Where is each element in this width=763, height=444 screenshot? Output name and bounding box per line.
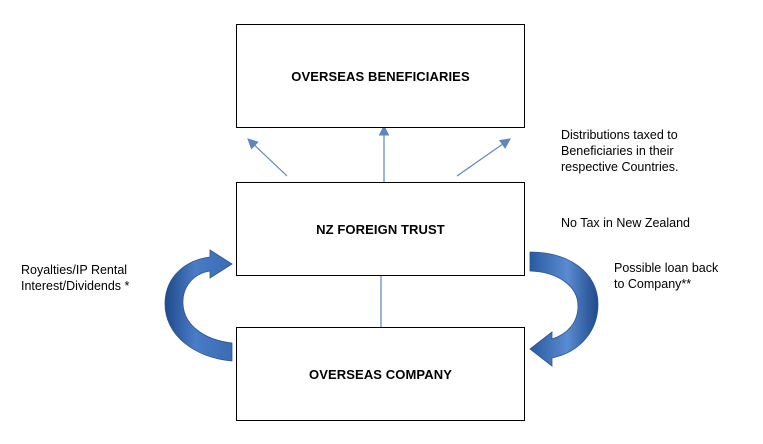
curved-arrow-loan — [529, 251, 599, 367]
loan-note: Possible loan back to Company** — [614, 260, 718, 292]
loan-note-line: to Company** — [614, 277, 692, 291]
overseas-company-box: OVERSEAS COMPANY — [236, 327, 525, 421]
nz-foreign-trust-box: NZ FOREIGN TRUST — [236, 182, 525, 276]
overseas-beneficiaries-label: OVERSEAS BENEFICIARIES — [291, 68, 470, 84]
distributions-note-line: Distributions taxed to — [561, 128, 678, 142]
loan-note-line: Possible loan back — [614, 261, 719, 275]
royalties-note: Royalties/IP Rental Interest/Dividends * — [21, 262, 129, 294]
arrow-trust-to-beneficiaries-right — [456, 138, 511, 177]
no-tax-note-line: No Tax in New Zealand — [561, 216, 691, 230]
no-tax-note: No Tax in New Zealand — [561, 215, 690, 231]
distributions-note: Distributions taxed to Beneficiaries in … — [561, 127, 678, 175]
royalties-note-line: Royalties/IP Rental — [21, 263, 128, 277]
distributions-note-line: Beneficiaries in their — [561, 144, 674, 158]
overseas-company-label: OVERSEAS COMPANY — [309, 366, 452, 382]
royalties-note-line: Interest/Dividends * — [21, 279, 130, 293]
distributions-note-line: respective Countries. — [561, 160, 679, 174]
nz-foreign-trust-label: NZ FOREIGN TRUST — [316, 221, 445, 237]
overseas-beneficiaries-box: OVERSEAS BENEFICIARIES — [236, 24, 525, 128]
curved-arrow-royalties — [164, 249, 233, 362]
arrow-trust-to-beneficiaries-left — [247, 138, 288, 177]
